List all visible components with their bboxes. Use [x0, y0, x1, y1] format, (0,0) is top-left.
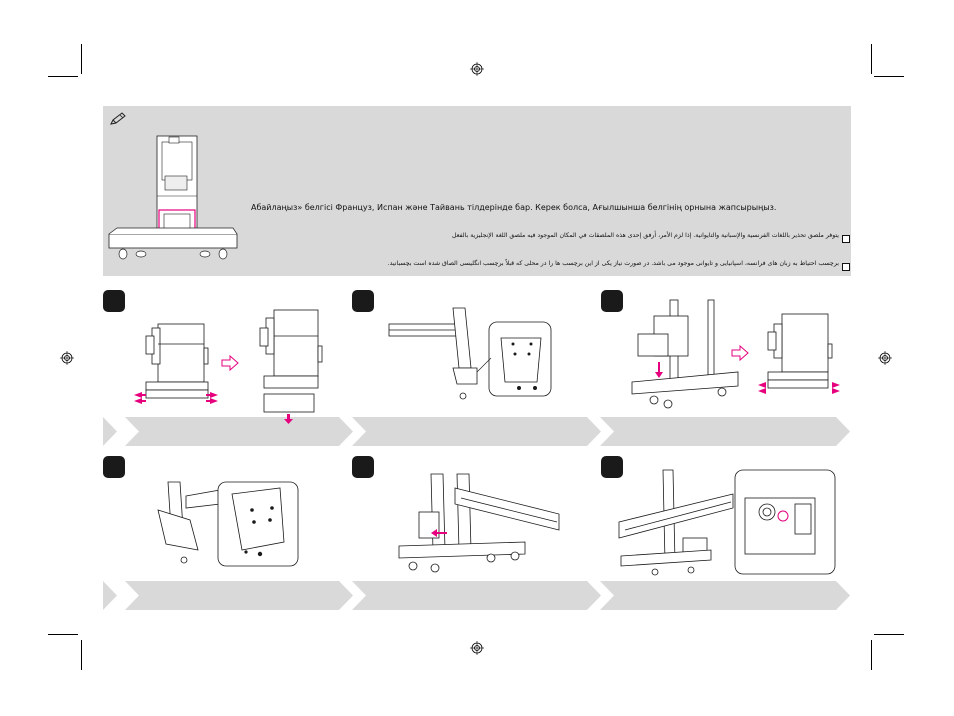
crop-mark-tl-h [48, 76, 78, 77]
step-number-badge [103, 290, 125, 312]
checkbox-icon [842, 235, 850, 243]
stand-label-illustration [108, 135, 238, 260]
note-arabic-text: يتوفر ملصق تحذير باللغات الفرنسية والإسب… [451, 232, 839, 239]
registration-mark-right [878, 351, 892, 365]
crop-mark-bl-v [81, 640, 82, 670]
checkbox-icon [842, 263, 850, 271]
step-2-illustration [388, 307, 552, 400]
step-number-badge [601, 290, 623, 312]
registration-mark-top [470, 62, 484, 76]
pencil-icon [110, 112, 126, 125]
step-1-illustration [134, 309, 323, 424]
crop-mark-tl-v [81, 44, 82, 74]
caption-band-row-2 [103, 581, 851, 610]
step-number-badge [103, 456, 125, 478]
step-number-badge [352, 290, 374, 312]
crop-mark-br-h [874, 634, 904, 635]
registration-mark-left [60, 351, 74, 365]
step-4-illustration [157, 481, 299, 567]
note-kazakh-text: Абайлаңыз» белгісі Француз, Испан және Т… [251, 203, 777, 212]
step-number-badge [352, 456, 374, 478]
crop-mark-tr-v [871, 44, 872, 74]
note-box: Абайлаңыз» белгісі Француз, Испан және Т… [103, 106, 851, 276]
step-6-illustration [618, 469, 836, 576]
crop-mark-br-v [871, 640, 872, 670]
step-3-illustration [631, 299, 840, 409]
caption-band-row-1 [103, 417, 851, 446]
note-persian-text: برچسب احتیاط به زبان های فرانسه، اسپانیا… [387, 260, 839, 267]
crop-mark-bl-h [48, 634, 78, 635]
registration-mark-bottom [470, 641, 484, 655]
crop-mark-tr-h [874, 76, 904, 77]
step-5-illustration [398, 473, 560, 573]
step-number-badge [601, 456, 623, 478]
